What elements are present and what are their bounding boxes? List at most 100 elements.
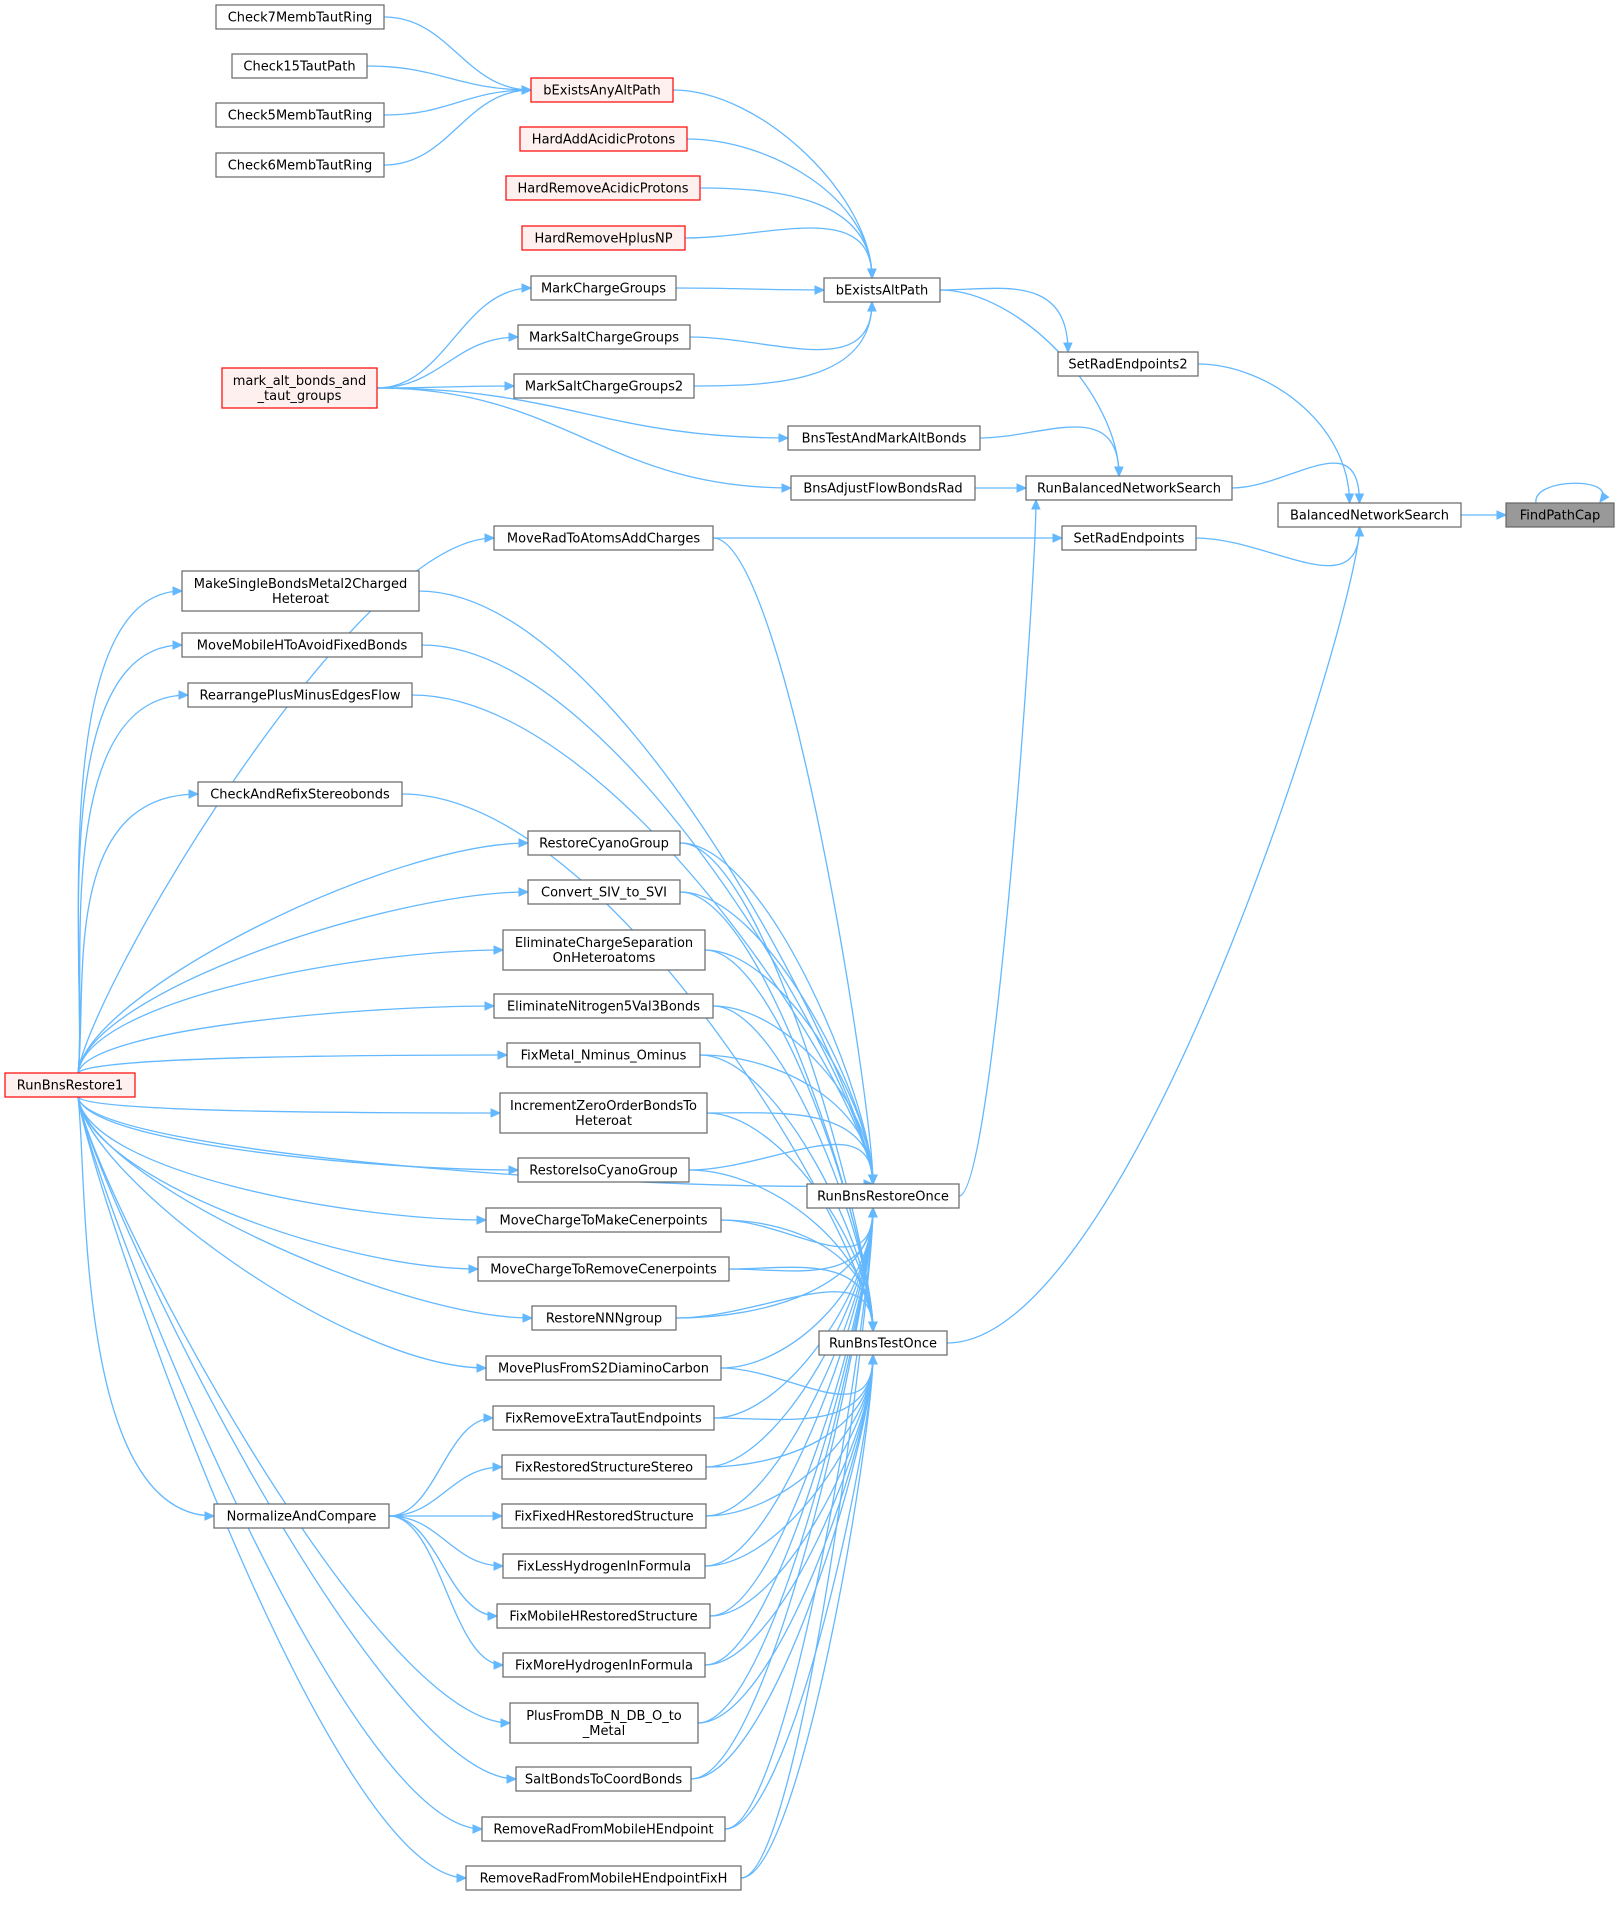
- call-edge-RunBnsRestore1-to-Convert_SIV_to_SVI: [77, 891, 529, 1074]
- call-edge-NormalizeAndCompare-to-FixRestoredStructureStereo: [388, 1466, 503, 1517]
- arrowhead-RunBnsTestOnce-to-BalancedNetworkSearch: [1354, 525, 1365, 537]
- node-box: [530, 275, 677, 301]
- node-Check15TautPath[interactable]: Check15TautPath: [231, 53, 368, 79]
- call-edge-NormalizeAndCompare-to-FixLessHydrogenInFormula: [388, 1515, 504, 1567]
- call-edge-FixLessHydrogenInFormula-to-RunBnsRestoreOnce: [704, 1207, 874, 1567]
- arrowhead-BalancedNetworkSearch-to-FindPathCap: [1496, 510, 1508, 520]
- node-FixLessHydrogenInFormula[interactable]: FixLessHydrogenInFormula: [502, 1553, 706, 1579]
- node-RemoveRadFromMobileHEndpoint[interactable]: RemoveRadFromMobileHEndpoint: [481, 1816, 726, 1842]
- node-HardAddAcidicProtons[interactable]: HardAddAcidicProtons: [519, 126, 688, 152]
- node-label: Convert_SIV_to_SVI: [541, 886, 667, 901]
- call-edge-RunBnsRestore1-to-EliminateChargeSeparationOnHeteroatoms: [77, 949, 504, 1074]
- arrowhead-RunBnsRestore1-to-SaltBondsToCoordBonds: [506, 1774, 518, 1784]
- call-edge-FindPathCap-to-FindPathCap: [1535, 482, 1604, 504]
- node-CheckAndRefixStereobonds[interactable]: CheckAndRefixStereobonds: [197, 781, 403, 807]
- node-FindPathCap[interactable]: FindPathCap: [1505, 502, 1615, 528]
- call-edge-FixMetal_Nminus_Ominus-to-RunBnsRestoreOnce: [699, 1054, 874, 1185]
- node-box: [521, 225, 686, 251]
- node-FixMetal_Nminus_Ominus[interactable]: FixMetal_Nminus_Ominus: [506, 1042, 701, 1068]
- node-MarkSaltChargeGroups[interactable]: MarkSaltChargeGroups: [517, 324, 691, 350]
- node-NormalizeAndCompare[interactable]: NormalizeAndCompare: [213, 1503, 390, 1529]
- node-EliminateNitrogen5Val3Bonds[interactable]: EliminateNitrogen5Val3Bonds: [493, 993, 714, 1019]
- node-MoveChargeToRemoveCenerpoints[interactable]: MoveChargeToRemoveCenerpoints: [477, 1256, 730, 1282]
- node-bExistsAltPath[interactable]: bExistsAltPath: [823, 277, 941, 303]
- node-box: [531, 1305, 677, 1331]
- node-MoveRadToAtomsAddCharges[interactable]: MoveRadToAtomsAddCharges: [493, 525, 714, 551]
- node-RestoreNNNgroup[interactable]: RestoreNNNgroup: [531, 1305, 677, 1331]
- call-edge-HardRemoveHplusNP-to-bExistsAltPath: [684, 227, 873, 279]
- arrowhead-RunBnsRestore1-to-CheckAndRefixStereobonds: [188, 789, 200, 799]
- arrowhead-NormalizeAndCompare-to-FixRestoredStructureStereo: [492, 1462, 504, 1472]
- node-RestoreIsoCyanoGroup[interactable]: RestoreIsoCyanoGroup: [517, 1157, 690, 1183]
- node-layer: FindPathCapBalancedNetworkSearchSetRadEn…: [4, 4, 1615, 1891]
- node-BnsAdjustFlowBondsRad[interactable]: BnsAdjustFlowBondsRad: [790, 475, 976, 501]
- call-edge-Check6MembTautRing-to-bExistsAnyAltPath: [383, 89, 532, 166]
- node-box: [519, 126, 688, 152]
- node-RestoreCyanoGroup[interactable]: RestoreCyanoGroup: [527, 830, 681, 856]
- node-FixMobileHRestoredStructure[interactable]: FixMobileHRestoredStructure: [496, 1603, 711, 1629]
- node-MoveMobileHToAvoidFixedBonds[interactable]: MoveMobileHToAvoidFixedBonds: [181, 632, 423, 658]
- node-FixRestoredStructureStereo[interactable]: FixRestoredStructureStereo: [501, 1454, 707, 1480]
- node-FixMoreHydrogenInFormula[interactable]: FixMoreHydrogenInFormula: [502, 1652, 706, 1678]
- node-label: mark_alt_bonds_and: [233, 374, 367, 389]
- node-label: HardRemoveHplusNP: [534, 232, 672, 247]
- node-RunBnsRestore1[interactable]: RunBnsRestore1: [4, 1072, 136, 1098]
- node-PlusFromDB_N_DB_O_to_Metal[interactable]: PlusFromDB_N_DB_O_to_Metal: [509, 1702, 699, 1744]
- call-edge-NormalizeAndCompare-to-FixRemoveExtraTautEndpoints: [388, 1417, 494, 1517]
- node-Check5MembTautRing[interactable]: Check5MembTautRing: [215, 102, 385, 128]
- node-label: HardAddAcidicProtons: [532, 133, 676, 148]
- node-label: FixMetal_Nminus_Ominus: [521, 1049, 687, 1064]
- call-edge-FixRestoredStructureStereo-to-RunBnsRestoreOnce: [705, 1207, 874, 1468]
- call-edge-MoveChargeToRemoveCenerpoints-to-RunBnsTestOnce: [728, 1266, 874, 1332]
- node-MarkSaltChargeGroups2[interactable]: MarkSaltChargeGroups2: [513, 373, 695, 399]
- arrowhead-RunBnsRestore1-to-FixMetal_Nminus_Ominus: [497, 1050, 509, 1060]
- node-FixRemoveExtraTautEndpoints[interactable]: FixRemoveExtraTautEndpoints: [492, 1405, 715, 1431]
- node-BalancedNetworkSearch[interactable]: BalancedNetworkSearch: [1277, 502, 1462, 528]
- node-box: [515, 1766, 692, 1792]
- node-mark_alt_bonds_and_taut_groups[interactable]: mark_alt_bonds_and_taut_groups: [221, 367, 378, 409]
- node-label: MarkSaltChargeGroups: [529, 331, 679, 346]
- call-edge-mark_alt_bonds_and_taut_groups-to-MarkSaltChargeGroups: [376, 336, 519, 389]
- node-SaltBondsToCoordBonds[interactable]: SaltBondsToCoordBonds: [515, 1766, 692, 1792]
- call-edge-RunBnsRestore1-to-RestoreIsoCyanoGroup: [77, 1096, 519, 1171]
- node-Check7MembTautRing[interactable]: Check7MembTautRing: [215, 4, 385, 30]
- node-RunBalancedNetworkSearch[interactable]: RunBalancedNetworkSearch: [1025, 475, 1233, 501]
- call-edge-bExistsAnyAltPath-to-bExistsAltPath: [672, 89, 873, 279]
- node-MarkChargeGroups[interactable]: MarkChargeGroups: [530, 275, 677, 301]
- node-box: [181, 570, 420, 612]
- node-label: MarkChargeGroups: [541, 282, 666, 297]
- node-MoveChargeToMakeCenerpoints[interactable]: MoveChargeToMakeCenerpoints: [485, 1207, 722, 1233]
- call-edge-Check15TautPath-to-bExistsAnyAltPath: [366, 65, 532, 91]
- arrowhead-RunBnsRestore1-to-MoveRadToAtomsAddCharges: [484, 533, 496, 543]
- node-box: [530, 77, 674, 103]
- node-HardRemoveAcidicProtons[interactable]: HardRemoveAcidicProtons: [505, 175, 701, 201]
- call-edge-FixMoreHydrogenInFormula-to-RunBnsTestOnce: [704, 1354, 874, 1666]
- call-edge-MoveMobileHToAvoidFixedBonds-to-RunBnsRestoreOnce: [421, 644, 874, 1185]
- call-edge-RunBnsRestore1-to-IncrementZeroOrderBondsToHeteroat: [77, 1096, 501, 1114]
- node-Convert_SIV_to_SVI[interactable]: Convert_SIV_to_SVI: [527, 879, 681, 905]
- node-label: FixFixedHRestoredStructure: [514, 1510, 693, 1525]
- arrowhead-RunBnsRestore1-to-RestoreIsoCyanoGroup: [508, 1165, 520, 1175]
- node-RunBnsTestOnce[interactable]: RunBnsTestOnce: [818, 1330, 948, 1356]
- node-label: FixMoreHydrogenInFormula: [515, 1659, 693, 1674]
- node-SetRadEndpoints2[interactable]: SetRadEndpoints2: [1057, 351, 1199, 377]
- node-Check6MembTautRing[interactable]: Check6MembTautRing: [215, 152, 385, 178]
- node-BnsTestAndMarkAltBonds[interactable]: BnsTestAndMarkAltBonds: [787, 425, 981, 451]
- node-RearrangePlusMinusEdgesFlow[interactable]: RearrangePlusMinusEdgesFlow: [187, 682, 413, 708]
- call-edge-NormalizeAndCompare-to-FixMoreHydrogenInFormula: [388, 1515, 504, 1666]
- node-label: RestoreCyanoGroup: [539, 837, 669, 852]
- arrowhead-RunBnsRestore1-to-RestoreCyanoGroup: [518, 838, 530, 848]
- arrowhead-NormalizeAndCompare-to-FixMobileHRestoredStructure: [487, 1611, 499, 1621]
- node-FixFixedHRestoredStructure[interactable]: FixFixedHRestoredStructure: [501, 1503, 707, 1529]
- node-HardRemoveHplusNP[interactable]: HardRemoveHplusNP: [521, 225, 686, 251]
- node-SetRadEndpoints[interactable]: SetRadEndpoints: [1061, 525, 1197, 551]
- node-MovePlusFromS2DiaminoCarbon[interactable]: MovePlusFromS2DiaminoCarbon: [485, 1355, 722, 1381]
- node-box: [493, 525, 714, 551]
- node-RunBnsRestoreOnce[interactable]: RunBnsRestoreOnce: [806, 1183, 960, 1209]
- node-RemoveRadFromMobileHEndpointFixH[interactable]: RemoveRadFromMobileHEndpointFixH: [465, 1865, 742, 1891]
- node-bExistsAnyAltPath[interactable]: bExistsAnyAltPath: [530, 77, 674, 103]
- node-box: [527, 830, 681, 856]
